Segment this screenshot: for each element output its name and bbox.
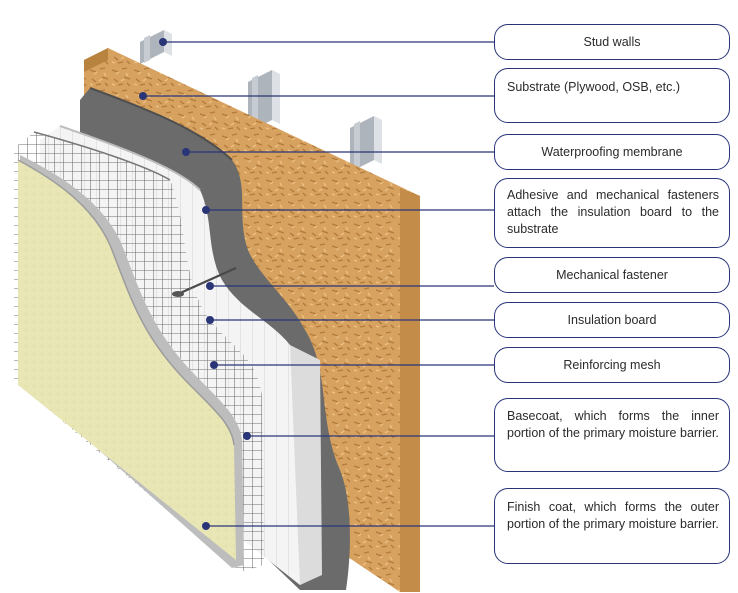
callout-waterproofing-membrane: Waterproofing membrane (494, 134, 730, 170)
leader-dots (139, 38, 251, 530)
callout-mechanical-fastener: Mechanical fastener (494, 257, 730, 293)
callout-basecoat: Basecoat, which forms the inner portion … (494, 398, 730, 472)
finish-coat-layer (18, 160, 236, 560)
callout-insulation-board: Insulation board (494, 302, 730, 338)
stud-3 (350, 116, 382, 172)
stud-1 (140, 30, 172, 64)
callout-adhesive-fasteners: Adhesive and mechanical fasteners attach… (494, 178, 730, 248)
leader-lines (143, 41, 494, 527)
callout-reinforcing-mesh: Reinforcing mesh (494, 347, 730, 383)
callout-finish-coat: Finish coat, which forms the outer porti… (494, 488, 730, 564)
stud-2 (248, 70, 280, 132)
callout-substrate: Substrate (Plywood, OSB, etc.) (494, 68, 730, 123)
callout-stud-walls: Stud walls (494, 24, 730, 60)
